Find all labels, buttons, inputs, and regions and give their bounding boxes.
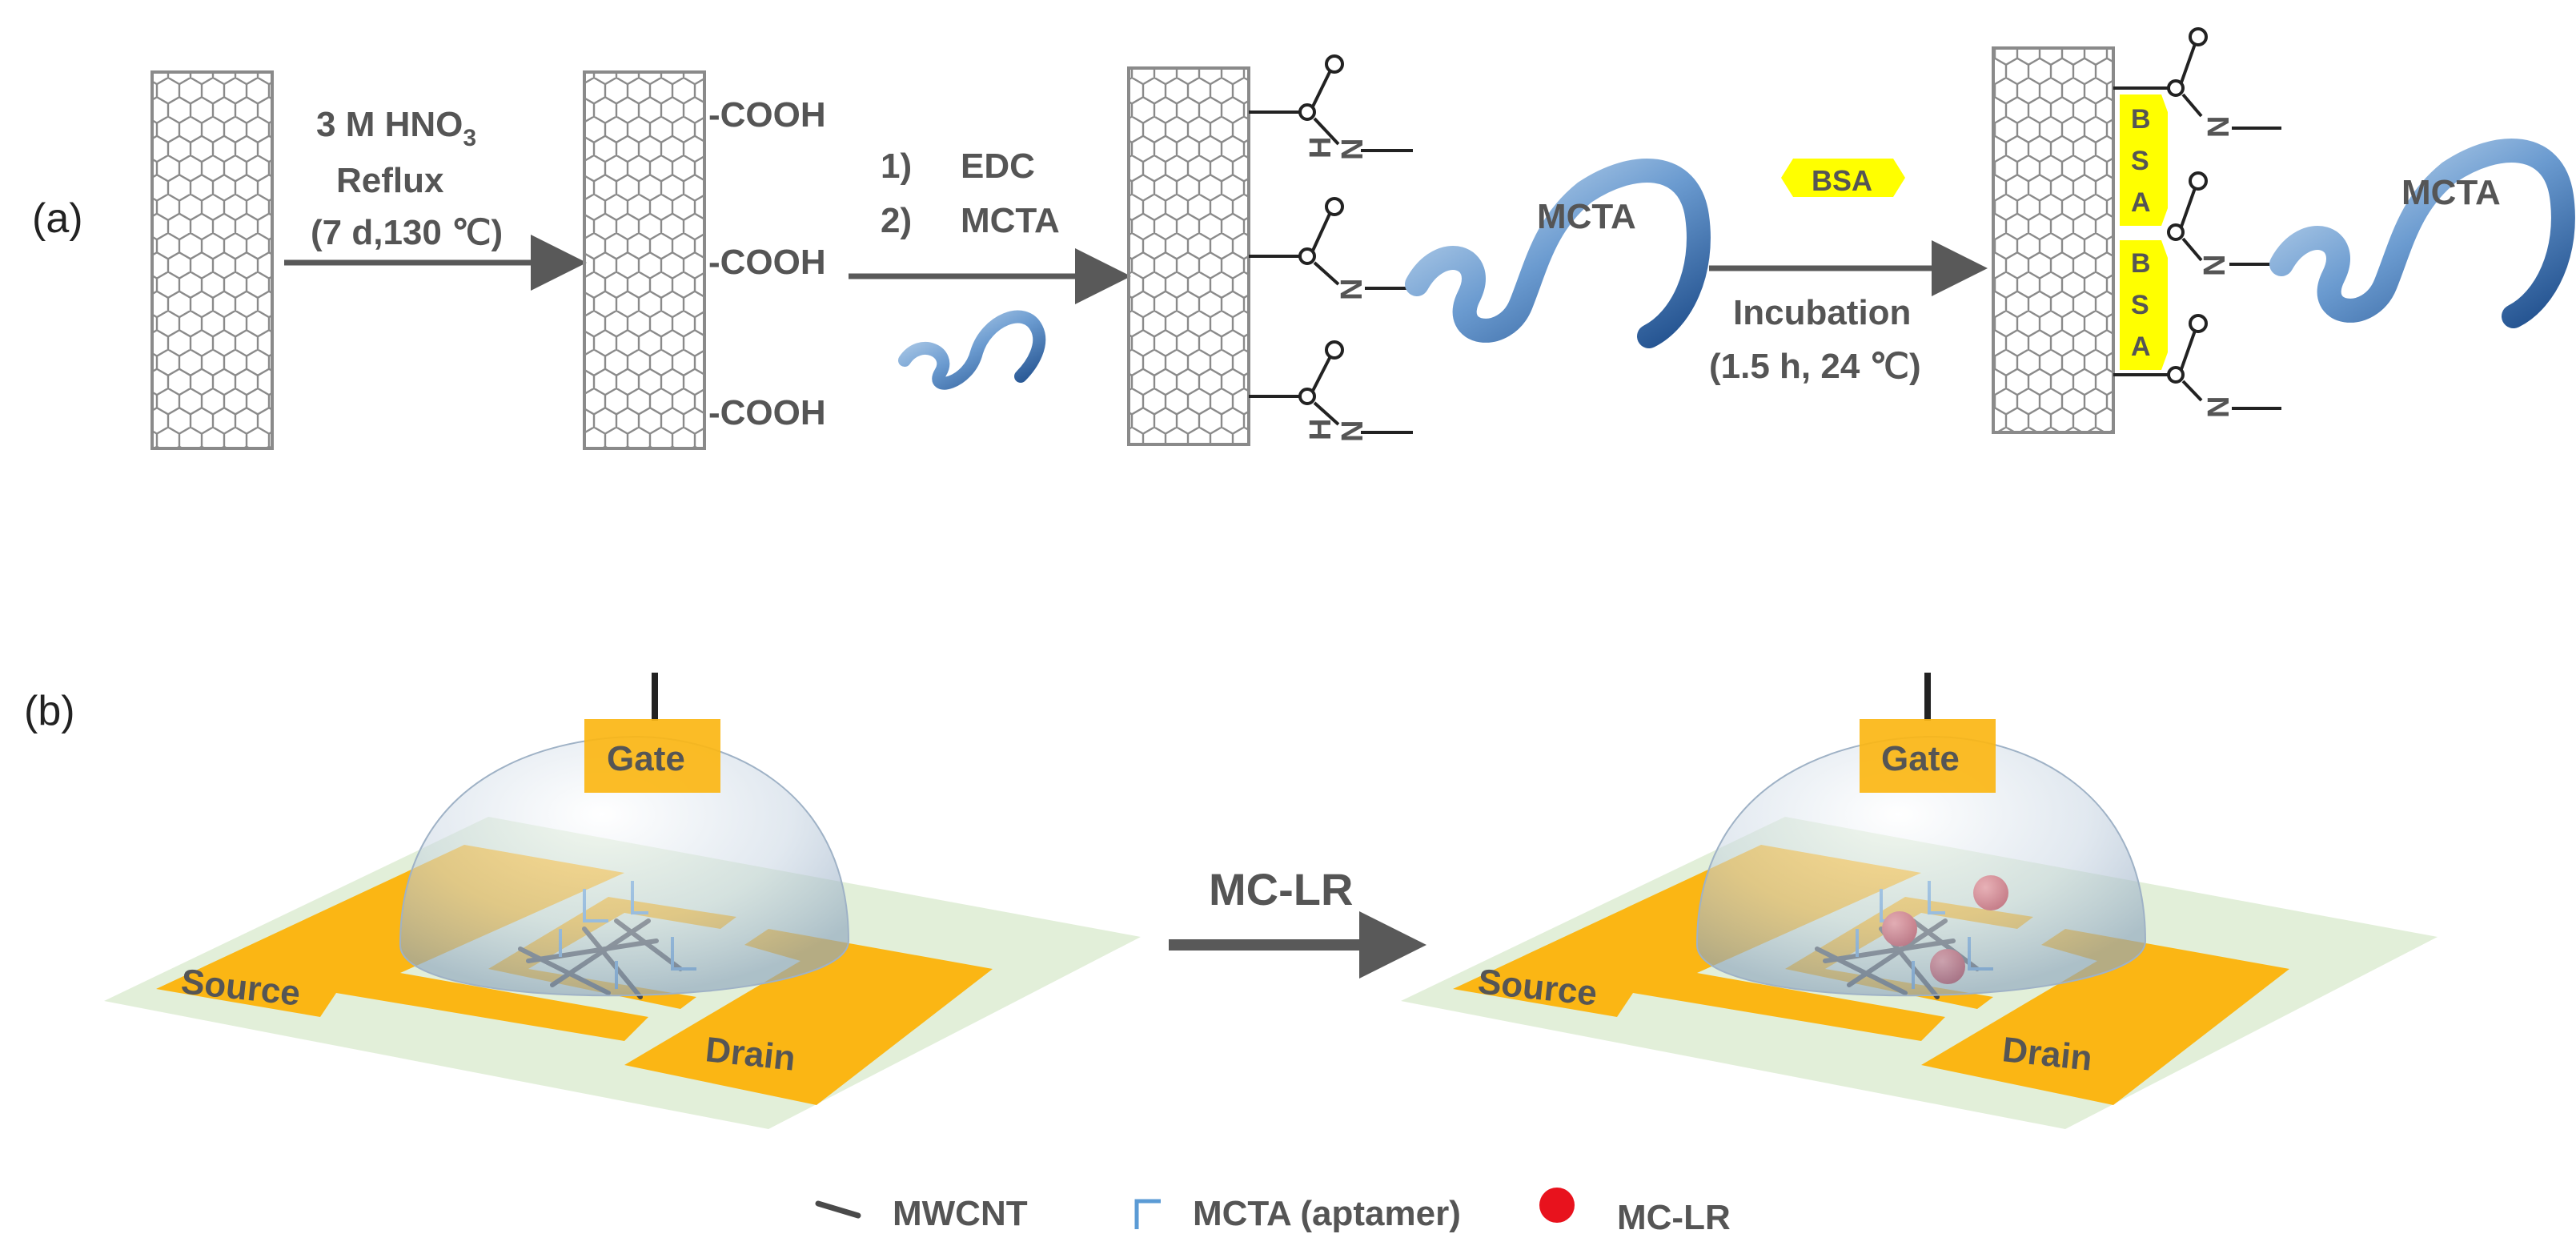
gate-label-2: Gate xyxy=(1881,739,1960,778)
amide-n-bottom: N xyxy=(1336,420,1370,442)
gate-electrode-2 xyxy=(1860,719,1996,793)
transistor-device-before: Gate Source Drain xyxy=(104,673,1141,1129)
legend-mclr: MC-LR xyxy=(1617,1198,1731,1237)
cooh-group-3: -COOH xyxy=(708,393,826,432)
step2-num2: 2) xyxy=(881,201,912,240)
mcta-ribbon-1 xyxy=(1405,159,1711,348)
amide-group-top xyxy=(1249,54,1413,152)
cooh-group-2: -COOH xyxy=(708,243,826,282)
amide-h-top: H xyxy=(1304,137,1338,159)
amide-4-n-middle: N xyxy=(2198,255,2232,276)
bsa-block-bottom-b: B xyxy=(2131,248,2151,279)
bsa-block-top xyxy=(2120,94,2168,226)
cooh-group-1: -COOH xyxy=(708,95,826,135)
step1-line3: (7 d,130 ℃) xyxy=(311,213,503,252)
electrolyte-dome-2 xyxy=(1695,735,2147,997)
nanotube-blocked xyxy=(1992,46,2115,434)
drain-electrode xyxy=(624,929,993,1105)
aptamer-bracket-icon xyxy=(1134,1199,1161,1229)
legend: MWCNT MCTA (aptamer) MC-LR xyxy=(815,1188,1731,1237)
gate-electrode xyxy=(584,719,720,793)
legend-aptamer: MCTA (aptamer) xyxy=(1193,1194,1461,1233)
mcta-label-1: MCTA xyxy=(1537,197,1636,236)
transistor-device-after: Gate Source Drain xyxy=(1401,673,2438,1129)
amide-group-middle xyxy=(1249,197,1409,290)
nanotube-aptamer xyxy=(1127,66,1250,446)
mcta-ribbon-2 xyxy=(2269,139,2575,328)
panel-a-label: (a) xyxy=(32,195,83,242)
nanotube-pristine xyxy=(150,70,274,450)
legend-mwcnt: MWCNT xyxy=(893,1194,1028,1233)
bsa-block-bottom-a: A xyxy=(2131,332,2151,362)
drain-label-2: Drain xyxy=(2000,1030,2094,1078)
step1-line2: Reflux xyxy=(336,161,444,200)
amide-group-4-bottom xyxy=(2113,314,2281,410)
mcta-label-2: MCTA xyxy=(2401,173,2501,212)
mclr-arrow-label: MC-LR xyxy=(1209,864,1353,914)
bsa-badge-text: BSA xyxy=(1812,164,1872,197)
red-dot-icon xyxy=(1539,1188,1575,1223)
amide-group-4-top xyxy=(2113,27,2281,130)
bsa-block-top-b: B xyxy=(2131,104,2151,135)
electrolyte-dome xyxy=(399,735,850,997)
step1-line1: 3 M HNO3 xyxy=(316,105,476,151)
gate-label: Gate xyxy=(607,739,685,778)
step3-line1: Incubation xyxy=(1733,293,1911,332)
amide-h-bottom: H xyxy=(1304,419,1338,440)
amide-n-middle: N xyxy=(1335,279,1369,300)
amide-4-n-top: N xyxy=(2202,116,2236,138)
drain-electrode-2 xyxy=(1921,929,2289,1105)
mcta-small-ribbon-icon xyxy=(898,310,1046,390)
mwcnt-line-icon xyxy=(815,1200,861,1219)
panel-b-label: (b) xyxy=(24,688,75,734)
amide-n-top: N xyxy=(1336,139,1370,160)
amide-group-bottom xyxy=(1249,340,1413,434)
bsa-block-bottom-s: S xyxy=(2131,290,2149,320)
amide-group-4-middle xyxy=(2167,171,2273,266)
step2-num1: 1) xyxy=(881,147,912,186)
nanotube-oxidized xyxy=(583,70,706,450)
bsa-block-top-s: S xyxy=(2131,146,2149,176)
step2-mcta: MCTA xyxy=(961,201,1060,240)
bsa-block-top-a: A xyxy=(2131,187,2151,218)
drain-label: Drain xyxy=(704,1030,797,1078)
step3-line2: (1.5 h, 24 ℃) xyxy=(1709,347,1921,386)
bsa-badge xyxy=(1781,159,1905,197)
step2-edc: EDC xyxy=(961,147,1035,186)
amide-4-n-bottom: N xyxy=(2202,396,2236,418)
bsa-block-bottom xyxy=(2120,240,2168,370)
